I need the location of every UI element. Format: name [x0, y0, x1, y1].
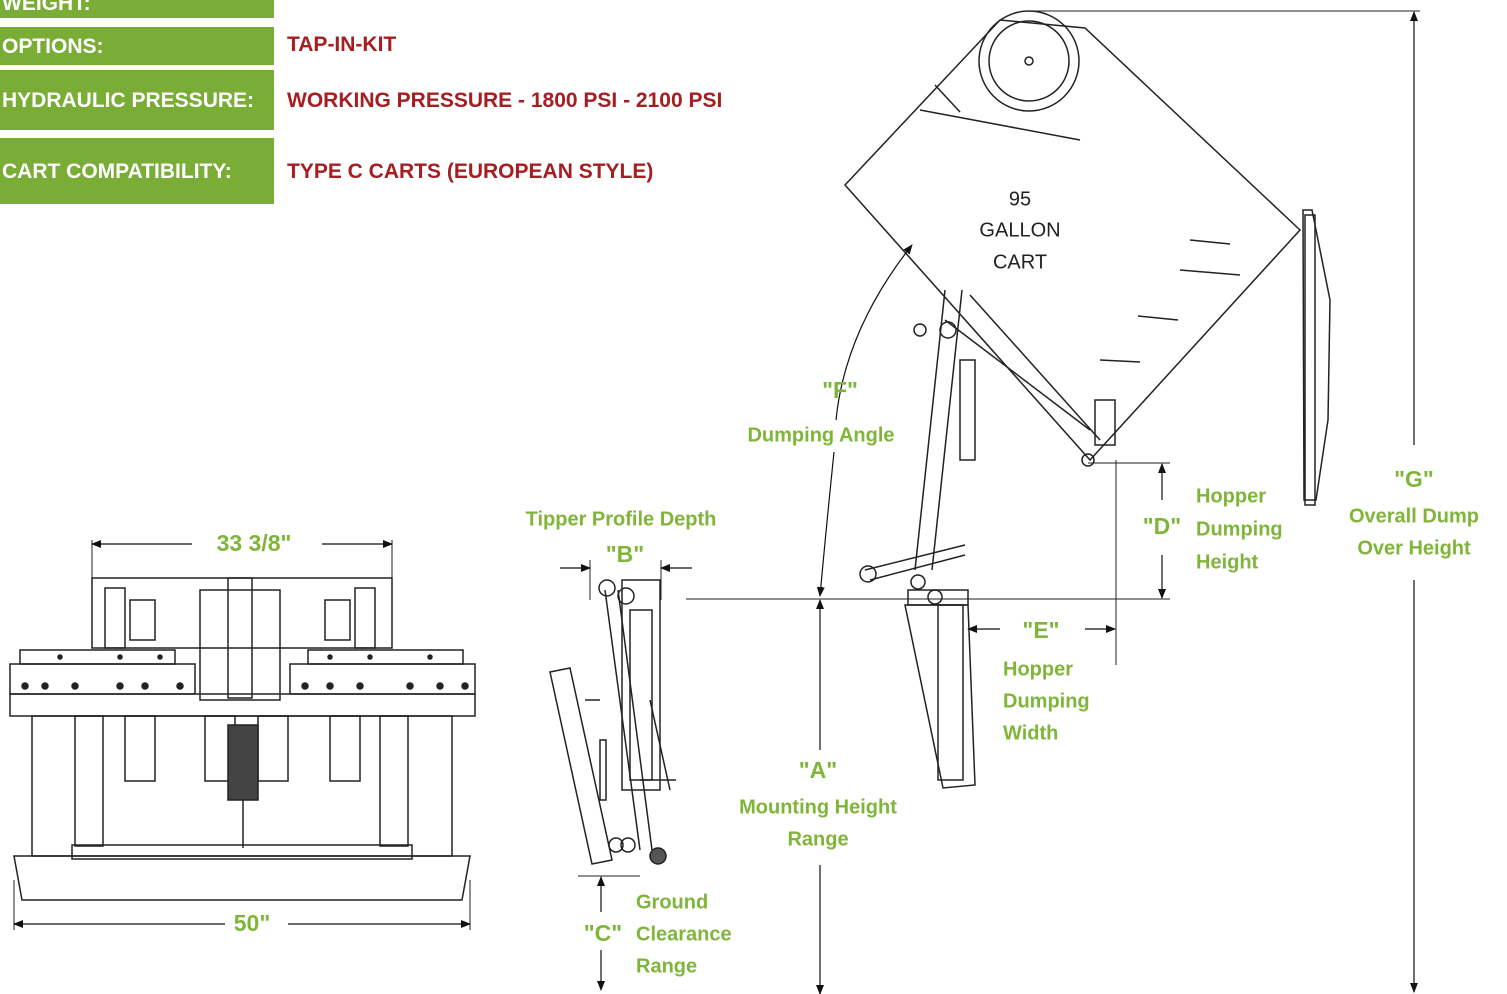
- cart-label-line3: CART: [993, 251, 1047, 273]
- front-top-dimension: 33 3/8": [91, 530, 393, 580]
- spec-label-cart-compatibility: CART COMPATIBILITY:: [0, 138, 274, 204]
- overall-height-code: "G": [1394, 466, 1434, 492]
- cart-label: 95 GALLON CART: [979, 188, 1060, 273]
- dump-height-code: "D": [1143, 513, 1181, 539]
- dump-width-line3: Width: [1003, 722, 1058, 744]
- front-view-machine: [9, 577, 476, 901]
- ground-clearance-line3: Range: [636, 955, 697, 977]
- ground-clearance-code: "C": [584, 920, 622, 946]
- front-bottom-dimension: 50": [13, 880, 471, 936]
- dump-width-dimension: "E" Hopper Dumping Width: [967, 460, 1117, 744]
- ground-clearance-line1: Ground: [636, 891, 708, 913]
- front-bottom-width-label: 50": [234, 910, 271, 936]
- profile-depth-dimension: Tipper Profile Depth "B": [526, 508, 717, 600]
- dumping-angle-label: Dumping Angle: [747, 424, 894, 446]
- spec-label-options: OPTIONS:: [0, 27, 274, 65]
- cart-label-line2: GALLON: [979, 219, 1060, 241]
- dump-width-code: "E": [1022, 617, 1059, 643]
- side-view-machine: [549, 579, 676, 865]
- dump-height-dimension: "D" Hopper Dumping Height: [1088, 462, 1283, 599]
- mounting-height-line2: Range: [787, 828, 848, 850]
- spec-value-hydraulic-pressure: WORKING PRESSURE - 1800 PSI - 2100 PSI: [287, 89, 723, 112]
- dump-width-line2: Dumping: [1003, 690, 1090, 712]
- overall-height-dimension: "G" Overall Dump Over Height: [1030, 10, 1479, 993]
- spec-label-weight: WEIGHT:: [0, 0, 274, 18]
- dumping-angle-code: "F": [822, 377, 858, 403]
- profile-depth-title: Tipper Profile Depth: [526, 508, 717, 530]
- overall-height-line2: Over Height: [1357, 537, 1471, 559]
- cart-label-line1: 95: [1009, 188, 1031, 210]
- spec-value-options: TAP-IN-KIT: [287, 33, 397, 56]
- spec-label-hydraulic-pressure: HYDRAULIC PRESSURE:: [0, 70, 274, 130]
- mounting-height-dimension: "A" Mounting Height Range: [686, 598, 1170, 994]
- dump-view-machine: [843, 10, 1331, 789]
- profile-depth-code: "B": [606, 541, 644, 567]
- dump-width-line1: Hopper: [1003, 658, 1073, 680]
- mounting-height-line1: Mounting Height: [739, 796, 897, 818]
- dump-height-line1: Hopper: [1196, 485, 1266, 507]
- overall-height-line1: Overall Dump: [1349, 505, 1479, 527]
- dump-height-line3: Height: [1196, 551, 1259, 573]
- spec-value-cart-compatibility: TYPE C CARTS (EUROPEAN STYLE): [287, 160, 654, 183]
- ground-clearance-dimension: "C" Ground Clearance Range: [578, 875, 732, 991]
- ground-clearance-line2: Clearance: [636, 923, 732, 945]
- dump-height-line2: Dumping: [1196, 518, 1283, 540]
- front-top-width-label: 33 3/8": [217, 530, 292, 556]
- mounting-height-code: "A": [799, 757, 837, 783]
- dumping-angle-dimension: "F" Dumping Angle: [747, 244, 913, 597]
